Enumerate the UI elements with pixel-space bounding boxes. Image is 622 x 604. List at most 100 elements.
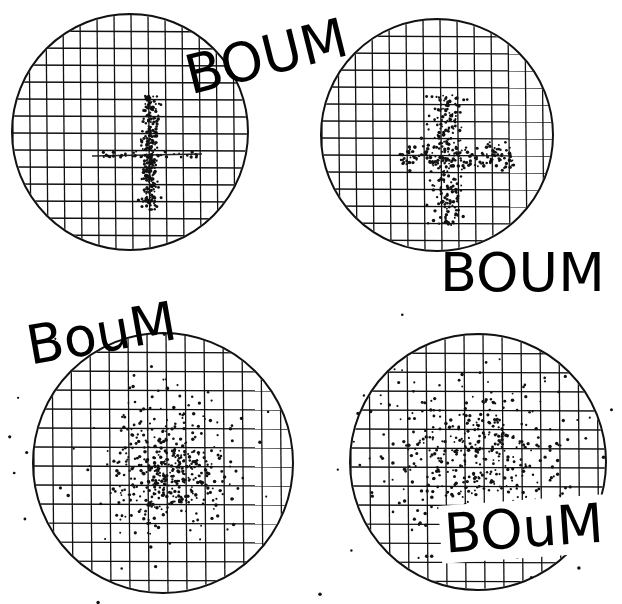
- spore-dot: [464, 445, 466, 447]
- spore-dot: [370, 491, 373, 494]
- spore-dot: [493, 147, 495, 149]
- spore-dot: [149, 111, 151, 113]
- spore-dot: [408, 465, 410, 467]
- spore-dot: [159, 441, 162, 444]
- spore-dot: [403, 488, 405, 490]
- spore-dot: [153, 131, 155, 133]
- spore-dot: [391, 461, 395, 465]
- spore-dot: [442, 133, 446, 137]
- spore-dot: [443, 203, 446, 206]
- spore-dot: [439, 142, 442, 145]
- spore-dot: [148, 208, 151, 211]
- spore-dot: [499, 485, 501, 487]
- spore-dot: [383, 480, 386, 483]
- spore-dot: [144, 154, 146, 156]
- spore-dot: [143, 189, 146, 192]
- spore-dot: [455, 96, 458, 99]
- spore-dot: [143, 162, 146, 165]
- spore-dot: [229, 460, 232, 463]
- spore-dot: [481, 400, 484, 403]
- spore-dot: [434, 137, 436, 139]
- spore-dot: [441, 161, 443, 163]
- spore-dot: [148, 127, 151, 130]
- spore-dot: [455, 191, 458, 194]
- spore-dot: [500, 159, 502, 161]
- spore-dot: [129, 387, 132, 390]
- spore-dot: [153, 418, 156, 421]
- spore-dot: [216, 434, 218, 436]
- spore-dot: [122, 448, 124, 450]
- spore-dot: [174, 456, 176, 458]
- spore-dot: [204, 418, 206, 420]
- spore-dot: [124, 153, 127, 156]
- spore-dot: [610, 408, 613, 411]
- spore-dot: [445, 150, 447, 152]
- spore-dot: [193, 479, 195, 481]
- spore-dot: [511, 159, 513, 161]
- spore-dot: [121, 416, 123, 418]
- spore-dot: [511, 480, 513, 482]
- spore-dot: [406, 150, 409, 153]
- spore-dot: [196, 519, 199, 522]
- spore-dot: [153, 135, 155, 137]
- spore-dot: [193, 450, 195, 452]
- spore-dot: [455, 436, 458, 439]
- spore-dot: [173, 490, 176, 493]
- spore-dot: [176, 482, 179, 485]
- spore-dot: [502, 406, 505, 409]
- spore-dot: [498, 455, 500, 457]
- spore-dot: [525, 424, 527, 426]
- spore-dot: [152, 117, 154, 119]
- spore-dot: [489, 141, 491, 143]
- spore-dot: [177, 494, 180, 497]
- spore-dot: [456, 182, 459, 185]
- spore-dot: [434, 156, 436, 158]
- spore-dot: [115, 469, 119, 473]
- spore-dot: [461, 386, 463, 388]
- spore-dot: [459, 111, 462, 114]
- spore-dot: [508, 158, 512, 162]
- spore-dot: [210, 449, 213, 452]
- spore-dot: [464, 463, 466, 465]
- spore-dot: [151, 139, 154, 142]
- spore-dot: [230, 497, 234, 501]
- spore-dot: [145, 440, 148, 443]
- spore-dot: [477, 428, 480, 431]
- spore-dot: [420, 137, 423, 140]
- spore-dot: [458, 151, 461, 154]
- spore-dot: [154, 141, 157, 144]
- spore-dot: [112, 154, 115, 157]
- spore-dot: [236, 487, 239, 490]
- spore-dot: [443, 162, 446, 165]
- spore-dot: [477, 451, 480, 454]
- spore-dot: [187, 404, 190, 407]
- spore-dot: [73, 448, 75, 450]
- spore-dot: [425, 156, 428, 159]
- spore-dot: [442, 171, 445, 174]
- spore-dot: [474, 444, 476, 446]
- spore-dot: [403, 468, 406, 471]
- spore-dot: [144, 135, 147, 138]
- spore-dot: [429, 408, 432, 411]
- spore-dot: [437, 159, 439, 161]
- spore-dot: [148, 127, 151, 130]
- spore-dot: [479, 463, 481, 465]
- spore-dot: [158, 450, 160, 452]
- spore-dot: [424, 524, 427, 527]
- spore-dot: [438, 96, 440, 98]
- spore-dot: [485, 361, 488, 364]
- spore-dot: [178, 500, 181, 503]
- grid-line: [12, 31, 248, 32]
- spore-dot: [432, 146, 435, 149]
- spore-dot: [153, 167, 156, 170]
- spore-dot: [156, 160, 158, 162]
- spore-dot: [509, 147, 511, 149]
- spore-dot: [212, 487, 214, 489]
- spore-dot: [437, 162, 439, 164]
- spore-dot: [442, 222, 444, 224]
- spore-dot: [152, 164, 155, 167]
- spore-dot: [150, 365, 153, 368]
- spore-dot: [460, 139, 462, 141]
- spore-dot: [418, 523, 421, 526]
- spore-dot: [414, 448, 416, 450]
